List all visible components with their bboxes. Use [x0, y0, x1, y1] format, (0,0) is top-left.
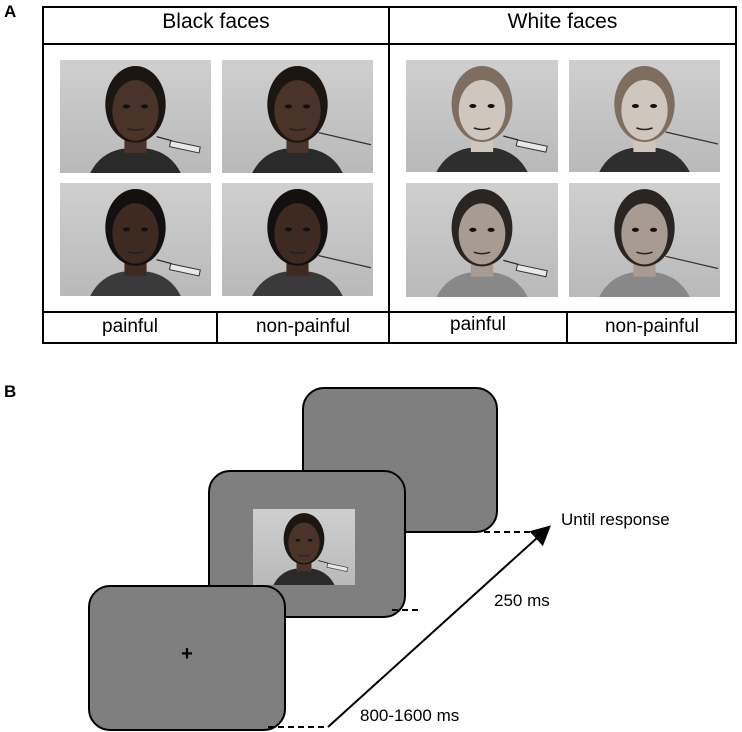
face-photo	[569, 183, 720, 297]
face-photo	[406, 183, 558, 297]
face-duration-label: 250 ms	[494, 591, 550, 610]
face-photo	[60, 183, 211, 296]
black-faces-header: Black faces	[162, 10, 270, 33]
header-divider	[42, 43, 737, 45]
face-photo	[406, 60, 558, 172]
timeline-arrow	[327, 525, 551, 728]
face-photo	[222, 183, 373, 296]
fixation-screen: +	[88, 585, 286, 731]
face-photo	[253, 509, 355, 585]
response-duration-label: Until response	[561, 510, 670, 529]
black-painful-label: painful	[102, 316, 158, 337]
white-nonpainful-label: non-painful	[604, 316, 700, 337]
fixation-duration-label: 800-1600 ms	[360, 706, 460, 725]
face-photo	[222, 60, 373, 173]
panel-a-label: A	[4, 2, 17, 21]
white-painful-label: painful	[450, 314, 506, 335]
footer-divider	[42, 311, 737, 313]
face-photo	[569, 60, 720, 172]
white-condition-divider	[566, 311, 568, 344]
black-condition-divider	[216, 311, 218, 344]
black-nonpainful-label: non-painful	[255, 316, 351, 337]
group-divider	[388, 6, 390, 344]
panel-b-label: B	[4, 382, 17, 401]
face-photo	[60, 60, 211, 173]
fixation-cross: +	[181, 643, 193, 665]
white-faces-header: White faces	[507, 10, 618, 33]
